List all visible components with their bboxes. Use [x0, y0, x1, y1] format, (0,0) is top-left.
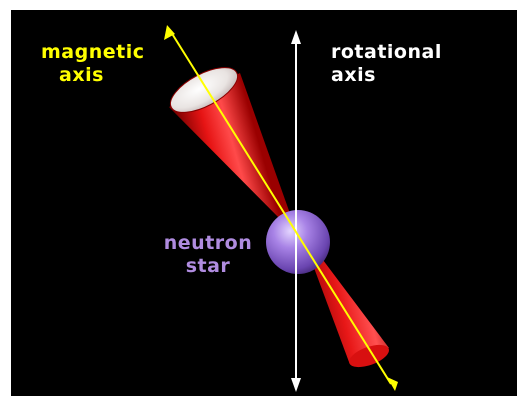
rotational-axis-label-line1: rotational [331, 41, 442, 63]
neutron-star-sphere [266, 210, 330, 274]
pulsar-diagram: magnetic axis rotational axis neutron st… [11, 10, 517, 396]
neutron-star-label-line2: star [185, 255, 231, 277]
rotational-axis-arrowhead-bottom [291, 378, 301, 392]
magnetic-axis-label-line2: axis [59, 64, 104, 86]
lower-beam-cone [307, 244, 389, 362]
magnetic-axis-arrowhead-top [164, 25, 175, 40]
rotational-axis-label-line2: axis [331, 64, 376, 86]
neutron-star-label: neutron star [158, 232, 258, 278]
rotational-axis-label: rotational axis [331, 41, 442, 87]
magnetic-axis-line [170, 31, 392, 385]
upper-beam-opening [169, 67, 239, 113]
magnetic-axis-label: magnetic axis [41, 41, 145, 87]
magnetic-axis-label-line1: magnetic [41, 41, 145, 63]
pulsar-illustration [164, 25, 398, 392]
neutron-star-label-line1: neutron [163, 232, 253, 254]
rotational-axis-arrowhead-top [291, 30, 301, 44]
lower-beam-tip [349, 344, 389, 368]
magnetic-axis-arrowhead-bottom [387, 377, 398, 391]
upper-beam-cone [169, 73, 293, 228]
